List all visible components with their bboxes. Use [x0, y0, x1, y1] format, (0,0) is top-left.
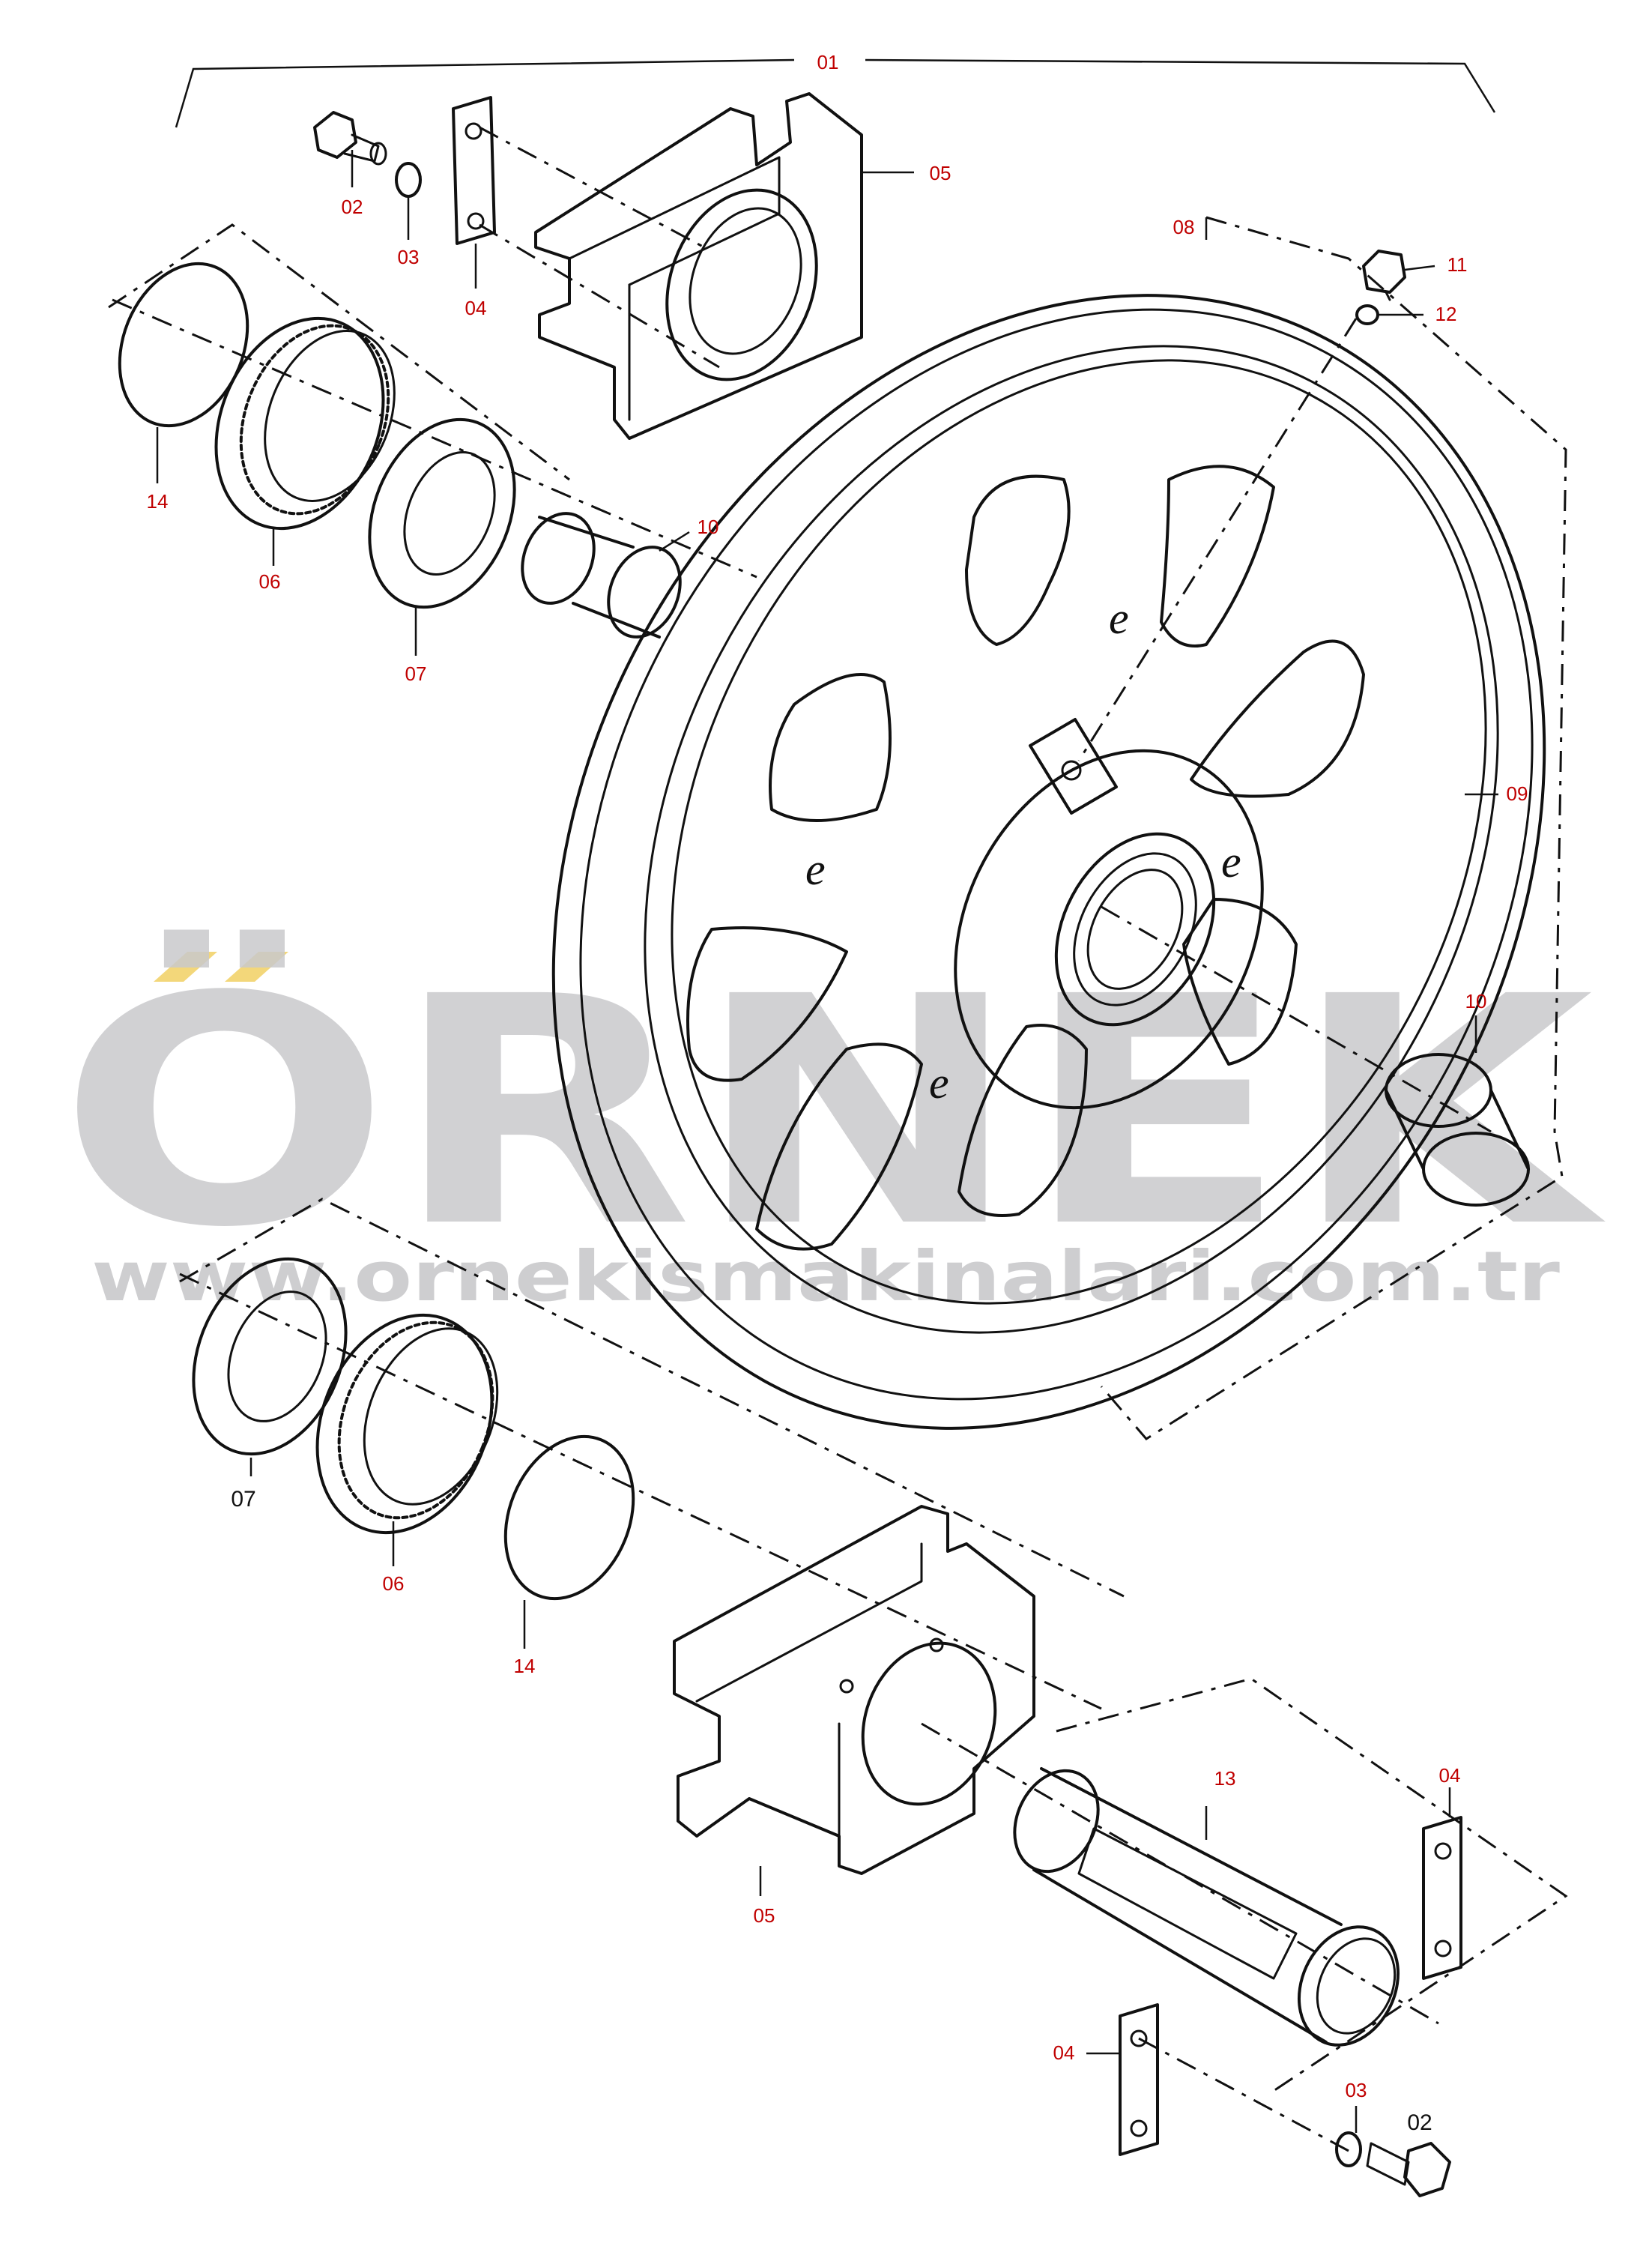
label-plug: 11: [1447, 253, 1468, 276]
plug-washer: [1355, 304, 1379, 325]
label-ring-top: 07: [405, 662, 427, 685]
label-wheel: 09: [1507, 782, 1528, 805]
body-group-outline: [1100, 216, 1567, 1440]
svg-text:e: e: [929, 1058, 949, 1108]
watermark-accent-mark: [154, 952, 217, 982]
bottom-ring: [192, 1257, 348, 1456]
top-bolt: [313, 111, 387, 166]
bottom-plate: [1119, 2003, 1159, 2156]
svg-text:e: e: [805, 845, 826, 894]
bottom-bolt: [1366, 2142, 1451, 2197]
top-bushing: [521, 512, 682, 639]
label-plate-bottom: 04: [1053, 2041, 1075, 2064]
svg-text:e: e: [1221, 837, 1241, 887]
part-labels: 01 02 03 04 05 08 11 12 14 06 07 10 09 1…: [147, 51, 1528, 2135]
plug: [1362, 250, 1406, 301]
top-bracket: [534, 92, 863, 440]
label-plate-top: 04: [465, 297, 487, 319]
top-plate: [452, 96, 496, 245]
svg-text:e: e: [1109, 594, 1129, 643]
label-ring-bottom: 07: [231, 1487, 255, 1512]
label-plug-washer: 12: [1435, 303, 1457, 325]
label-assembly: 01: [817, 51, 839, 73]
label-bracket-top: 05: [930, 162, 951, 184]
label-bolt-top: 02: [342, 196, 363, 218]
watermark-url: www.ornekismakinalari.com.tr: [91, 1237, 1561, 1317]
top-seal: [214, 316, 396, 531]
label-body-group: 08: [1173, 216, 1195, 238]
label-bolt-bottom: 02: [1407, 2110, 1432, 2135]
label-shaft: 13: [1214, 1767, 1236, 1790]
bottom-bracket: [673, 1505, 1035, 1875]
label-washer-bottom: 03: [1346, 2079, 1367, 2101]
bottom-o-ring: [503, 1434, 635, 1601]
idler-wheel: e e e e: [551, 294, 1546, 1430]
assembly-bracket-line: [175, 58, 1496, 128]
top-ring: [368, 417, 516, 609]
right-plate: [1422, 1816, 1462, 1980]
label-seal-bottom: 06: [383, 1572, 405, 1595]
label-seal-top: 06: [259, 570, 281, 593]
label-bracket-bottom: 05: [754, 1904, 775, 1927]
shaft: [1013, 1767, 1400, 2047]
top-washer: [395, 162, 422, 198]
label-bushing-top: 10: [698, 516, 719, 538]
label-bushing-right: 10: [1465, 990, 1487, 1012]
bottom-washer: [1335, 2131, 1362, 2167]
label-plate-right: 04: [1439, 1764, 1461, 1787]
label-washer-top: 03: [398, 246, 420, 268]
right-bushing: [1385, 1053, 1530, 1207]
watermark-accent-mark: [225, 952, 288, 982]
callout-leaders: [156, 150, 1498, 2133]
bottom-seal: [315, 1313, 499, 1535]
label-oring-top: 14: [147, 490, 169, 513]
label-oring-bottom: 14: [514, 1655, 536, 1677]
watermark: ÖRNEK www.ornekismakinalari.com.tr: [58, 926, 1609, 1317]
